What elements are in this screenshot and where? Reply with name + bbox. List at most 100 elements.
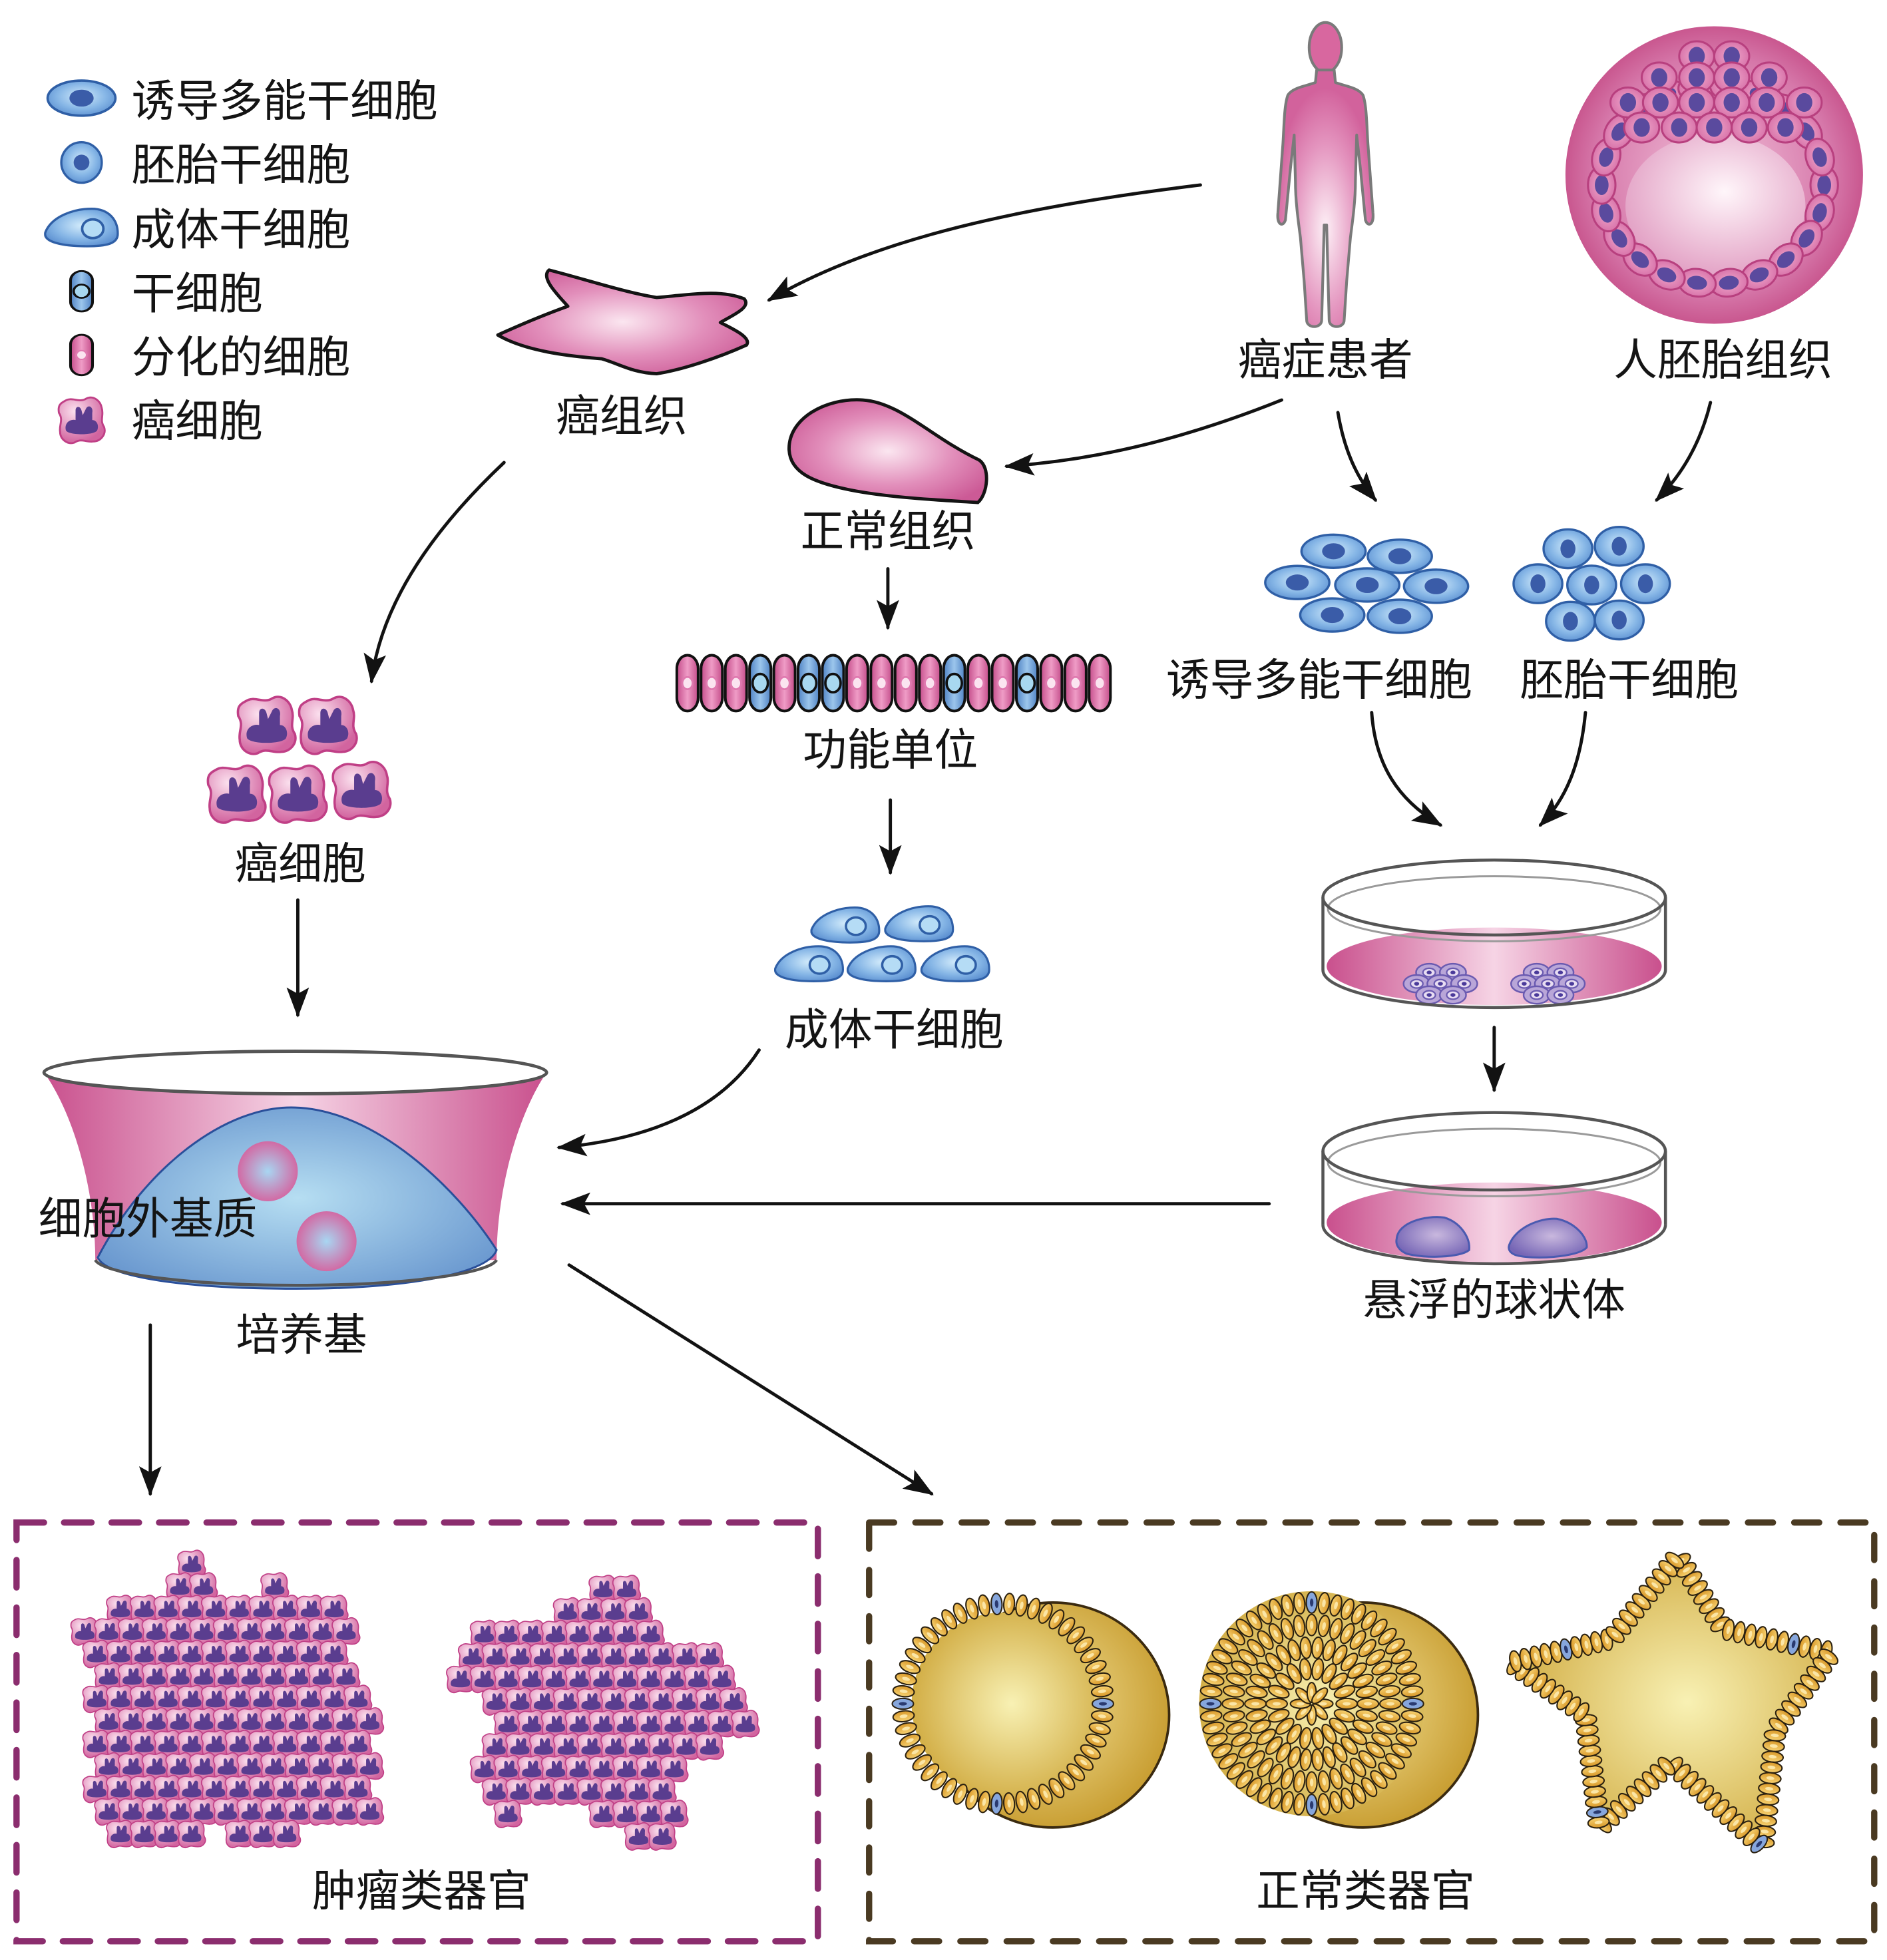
organoid-cell (1390, 1743, 1412, 1758)
organoid-cell (1358, 1750, 1376, 1769)
ipsc-cell (1402, 568, 1470, 604)
organoid-cell (892, 1684, 915, 1698)
tumor-cell (695, 1732, 725, 1761)
embryo-cell (1713, 61, 1751, 94)
legend-item-differentiated-cell: 分化的细胞 (71, 332, 350, 383)
organoid-cell (1026, 1788, 1041, 1810)
organoid-cell (978, 1594, 991, 1617)
organoid-cell (1581, 1765, 1604, 1778)
organoid-cell (1066, 1626, 1086, 1645)
organoid-cell (1322, 1639, 1336, 1662)
organoid-cell (895, 1722, 917, 1736)
embryo-cell (1641, 86, 1679, 119)
organoid-cell (1088, 1672, 1111, 1686)
cancer-cell (236, 695, 297, 755)
tumor-cell (272, 1820, 302, 1849)
legend-label: 胚胎干细胞 (132, 139, 351, 190)
normal-organoid-single-layer (891, 1593, 1171, 1829)
organoid-cell (1311, 1636, 1324, 1659)
dish-medium (1327, 1182, 1662, 1263)
tumor-organoids-panel: 肿瘤类器官 (13, 1519, 821, 1945)
stem-cell (1016, 655, 1038, 711)
organoid-cell (1711, 1799, 1730, 1818)
organoid-cell (1226, 1762, 1245, 1780)
legend-label: 诱导多能干细胞 (132, 76, 438, 127)
stem-cell (749, 655, 771, 711)
organoid-cell (1257, 1782, 1273, 1804)
organoid-cell (1378, 1710, 1401, 1722)
legend-item-ipsc: 诱导多能干细胞 (46, 76, 438, 127)
suspended-spheroids-label: 悬浮的球状体 (1363, 1274, 1625, 1326)
organoid-cell (1245, 1777, 1263, 1798)
normal-tissue-label: 正常组织 (800, 506, 975, 557)
embryo-cell (1748, 86, 1786, 119)
adult-stem-cell (920, 944, 990, 983)
organoid-cell (1378, 1762, 1397, 1780)
organoid-cell (1225, 1721, 1248, 1735)
tumor-cell (731, 1709, 760, 1738)
differentiated-cell (677, 655, 698, 711)
organoid-cell (899, 1733, 921, 1748)
organoid-cell (1384, 1753, 1405, 1770)
organoid-cell (1002, 1792, 1016, 1815)
organoid-cell (1311, 1658, 1325, 1680)
esc-cell (1545, 600, 1596, 642)
organoid-cell (1329, 1717, 1349, 1735)
adult-stem-cells: 成体干细胞 (774, 904, 1004, 1056)
legend-item-adult-stem-cell: 成体干细胞 (44, 204, 350, 256)
stem-cell (944, 655, 965, 711)
embryo-cell (1678, 86, 1715, 119)
esc-cell (1593, 525, 1645, 567)
organoid-cell (1257, 1603, 1273, 1625)
organoid-cell (1755, 1814, 1777, 1828)
embryo-cell (1695, 111, 1733, 144)
legend: 诱导多能干细胞 胚胎干细胞 成体干细胞 干细胞 分化的细胞 癌细胞 (44, 76, 438, 447)
ipsc-cell-icon (46, 79, 117, 117)
functional-unit-cells (677, 655, 1110, 711)
embryo-cell (1731, 111, 1768, 144)
organoid-cell (1074, 1754, 1094, 1771)
dish-rim (1321, 1111, 1667, 1192)
colony-cell (1546, 985, 1575, 1005)
embryo-cell (1767, 111, 1804, 144)
legend-item-stem-cell: 干细胞 (71, 268, 263, 319)
embryo-cell (1677, 268, 1717, 298)
organoid-cell (1400, 1710, 1424, 1722)
tumor-cell (331, 1797, 361, 1826)
organoid-cell (952, 1784, 968, 1805)
organoid-cell (1589, 1631, 1603, 1654)
tumor-organoids-label: 肿瘤类器官 (312, 1865, 531, 1917)
organoid-cell (1281, 1790, 1294, 1814)
adult-stem-cell (810, 906, 881, 944)
dish-colonies (1402, 962, 1586, 1005)
organoid-cell (1349, 1757, 1366, 1778)
organoid-cell (921, 1626, 940, 1645)
organoid-cell (1329, 1768, 1343, 1790)
organoid-stem-cell (1199, 1697, 1222, 1710)
normal-organoid-star (1506, 1551, 1839, 1854)
organoid-cell (1256, 1662, 1277, 1679)
tumor-cell (612, 1800, 642, 1828)
organoid-cell (1199, 1685, 1223, 1698)
embryo-cell (1640, 61, 1678, 94)
organoid-cell (1235, 1770, 1253, 1789)
organoid-cell (1257, 1630, 1274, 1650)
tumor-cell (648, 1822, 677, 1851)
ipsc-label: 诱导多能干细胞 (1166, 654, 1472, 705)
organoid-cell (1378, 1684, 1401, 1698)
stem-cell-icon (71, 271, 93, 311)
ipsc-cell (1299, 597, 1366, 633)
organoid-cell (1361, 1777, 1378, 1798)
spheroid-dish: 悬浮的球状体 (1321, 1111, 1667, 1326)
blastocyst-icon (1565, 26, 1863, 324)
organoid-stem-cell (891, 1697, 915, 1710)
adult-stem-cell (774, 944, 845, 983)
organoid-cell (1355, 1709, 1378, 1722)
culture-medium-label: 培养基 (236, 1309, 367, 1360)
tumor-cell (70, 1617, 99, 1646)
organoid-cell (1317, 1770, 1331, 1793)
embryo-cell (1713, 86, 1751, 119)
tumor-cell (481, 1687, 511, 1716)
esc-cluster: 胚胎干细胞 (1512, 525, 1739, 705)
